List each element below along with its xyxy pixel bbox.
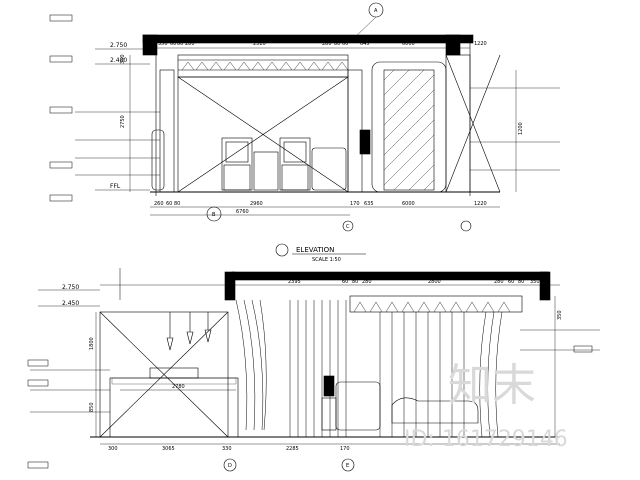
axis-marker-d <box>460 220 472 232</box>
dim-right-height-b: 350 <box>557 310 563 320</box>
side-cabinet-right <box>279 137 311 191</box>
dim-height-b: 850 <box>89 402 95 412</box>
dim-top-b: 2800 <box>428 279 441 285</box>
center-headboard <box>253 151 279 191</box>
dim-top: 280 <box>322 41 332 47</box>
dim-top-b: 60 <box>508 279 514 285</box>
pendant-lights <box>166 312 212 351</box>
dim-bottom: 1220 <box>474 201 487 207</box>
left-wall-block <box>142 34 158 56</box>
dim-top-b: 80 <box>352 279 358 285</box>
dim-top: 350 <box>158 41 168 47</box>
dim-bottom: 260 <box>154 201 164 207</box>
dim-top: 6000 <box>402 41 415 47</box>
dim-bottom: 2960 <box>250 201 263 207</box>
dim-top: 80 <box>177 41 183 47</box>
watermark-logo: 知末 <box>448 360 536 411</box>
dim-bottom-b: 3065 <box>162 446 175 452</box>
axis-label: A <box>374 8 378 14</box>
elevation-scale: SCALE 1:50 <box>312 257 341 263</box>
axis-marker-c <box>342 220 354 232</box>
dim-height: 350 <box>120 54 126 64</box>
dim-top-b: 280 <box>494 279 504 285</box>
dim-bottom: 635 <box>364 201 374 207</box>
elevation-title: ELEVATION <box>296 246 334 254</box>
bottom-elevation <box>30 268 600 472</box>
dim-bottom-b: 330 <box>222 446 232 452</box>
axis-label: C <box>346 224 350 230</box>
left-tag-column-top <box>49 14 73 202</box>
dim-bottom: 80 <box>174 201 180 207</box>
axis-marker-e <box>223 458 237 472</box>
dim-bottom: 60 <box>166 201 172 207</box>
dim-height-b: 1800 <box>89 337 95 350</box>
dim-top-b: 2395 <box>288 279 301 285</box>
level-label-ffl: FFL <box>110 183 121 190</box>
dim-right-height: 1200 <box>518 122 524 135</box>
mirror-panel <box>371 61 447 193</box>
dim-top-b: 280 <box>362 279 372 285</box>
axis-label: B <box>212 212 216 218</box>
dim-top-b: 80 <box>518 279 524 285</box>
right-wall-block <box>445 34 461 56</box>
dim-top: 60 <box>170 41 176 47</box>
cornice-band <box>177 54 349 78</box>
side-cabinet-left <box>221 137 253 191</box>
dim-overall: 6760 <box>236 209 249 215</box>
level-label-top: 2.750 <box>110 42 127 49</box>
dim-top: 80 <box>334 41 340 47</box>
lounge-chair <box>311 147 347 191</box>
dim-top: 2520 <box>253 41 266 47</box>
cornice-bottom <box>349 295 523 313</box>
axis-marker-b <box>206 206 222 222</box>
top-elevation <box>75 2 560 232</box>
dim-bottom-b: 300 <box>108 446 118 452</box>
axis-label: D <box>228 463 232 469</box>
dim-bottom: 6000 <box>402 201 415 207</box>
dim-bottom-b: 170 <box>340 446 350 452</box>
chaise-lounge <box>391 397 479 424</box>
level-label-top-bottom: 2.750 <box>62 284 79 291</box>
dim-bottom-b: 2285 <box>286 446 299 452</box>
dim-top: 645 <box>360 41 370 47</box>
left-tag-column-bottom <box>27 345 593 469</box>
axis-label: E <box>346 463 349 469</box>
dim-top: 280 <box>185 41 195 47</box>
striped-wall <box>289 300 465 437</box>
dim-top: 60 <box>342 41 348 47</box>
dim-height: 2750 <box>120 115 126 128</box>
dim-top: 1220 <box>474 41 487 47</box>
watermark: 知末 ID: 161729146 <box>404 360 568 452</box>
dim-top-b: 60 <box>342 279 348 285</box>
ornament-strip <box>181 61 349 71</box>
left-column <box>159 69 175 193</box>
right-wall-panel <box>445 54 471 193</box>
dim-bottom: 170 <box>350 201 360 207</box>
level-label-ceiling-bottom: 2.450 <box>62 300 79 307</box>
dim-top-b: 350 <box>530 279 540 285</box>
mirror-hatch <box>383 69 435 191</box>
watermark-id: ID: 161729146 <box>404 427 568 452</box>
dim-inner: 2780 <box>172 384 185 390</box>
level-label-ceiling: 2.400 <box>110 57 127 64</box>
armchair <box>335 381 381 431</box>
curtains-right <box>479 311 503 438</box>
axis-marker-f <box>341 458 355 472</box>
curtains-left <box>235 299 267 431</box>
drawing-title <box>275 243 366 257</box>
